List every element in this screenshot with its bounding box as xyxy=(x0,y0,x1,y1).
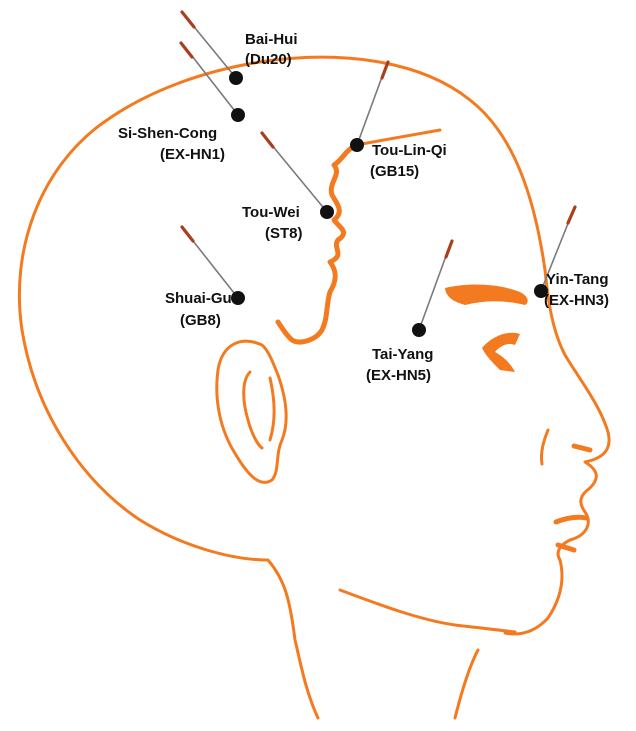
needle-tou-wei xyxy=(262,133,273,147)
needle-bai-hui xyxy=(182,12,194,27)
marker-bai-hui xyxy=(229,71,243,85)
point-bai-hui: Bai-Hui (Du20) xyxy=(182,12,298,85)
cheek-line xyxy=(541,430,548,464)
needle-shuai-gu xyxy=(182,227,193,241)
label-bai-hui-code: (Du20) xyxy=(245,51,292,68)
label-tai-yang-code: (EX-HN5) xyxy=(366,367,431,384)
label-bai-hui-name: Bai-Hui xyxy=(245,31,298,48)
label-tou-lin-qi-name: Tou-Lin-Qi xyxy=(372,142,447,159)
needle-yin-tang xyxy=(568,207,575,223)
ear-lobe-line xyxy=(270,378,274,440)
label-tou-lin-qi-code: (GB15) xyxy=(370,163,419,180)
label-tou-wei-name: Tou-Wei xyxy=(242,204,300,221)
nostril xyxy=(574,446,590,450)
label-yin-tang-code: (EX-HN3) xyxy=(544,292,609,309)
neck-outline xyxy=(340,590,515,632)
eyebrow xyxy=(445,285,528,305)
throat-outline xyxy=(455,650,478,718)
needle-si-shen-cong xyxy=(181,43,192,57)
label-shuai-gu-name: Shuai-Gu xyxy=(165,290,232,307)
head-illustration xyxy=(19,57,609,718)
label-tai-yang-name: Tai-Yang xyxy=(372,346,433,363)
hair-edge xyxy=(278,145,356,342)
point-tou-wei: Tou-Wei (ST8) xyxy=(242,133,334,242)
point-tou-lin-qi: Tou-Lin-Qi (GB15) xyxy=(350,62,447,180)
point-tai-yang: Tai-Yang (EX-HN5) xyxy=(366,241,452,384)
label-tou-wei-code: (ST8) xyxy=(265,225,303,242)
marker-shuai-gu xyxy=(231,291,245,305)
point-yin-tang: Yin-Tang (EX-HN3) xyxy=(534,207,609,309)
marker-si-shen-cong xyxy=(231,108,245,122)
ear-inner xyxy=(244,372,262,448)
acupoints: Bai-Hui (Du20) Si-Shen-Cong (EX-HN1) Tou… xyxy=(118,12,609,384)
marker-tou-wei xyxy=(320,205,334,219)
label-yin-tang-name: Yin-Tang xyxy=(546,271,609,288)
needle-tai-yang xyxy=(446,241,452,257)
face-profile xyxy=(505,270,609,634)
point-shuai-gu: Shuai-Gu (GB8) xyxy=(165,227,245,329)
ear xyxy=(217,341,286,482)
upper-lip xyxy=(556,517,586,522)
label-shuai-gu-code: (GB8) xyxy=(180,312,221,329)
marker-tou-lin-qi xyxy=(350,138,364,152)
marker-tai-yang xyxy=(412,323,426,337)
label-si-shen-cong-name: Si-Shen-Cong xyxy=(118,125,217,142)
label-si-shen-cong-code: (EX-HN1) xyxy=(160,146,225,163)
eye xyxy=(482,333,520,372)
